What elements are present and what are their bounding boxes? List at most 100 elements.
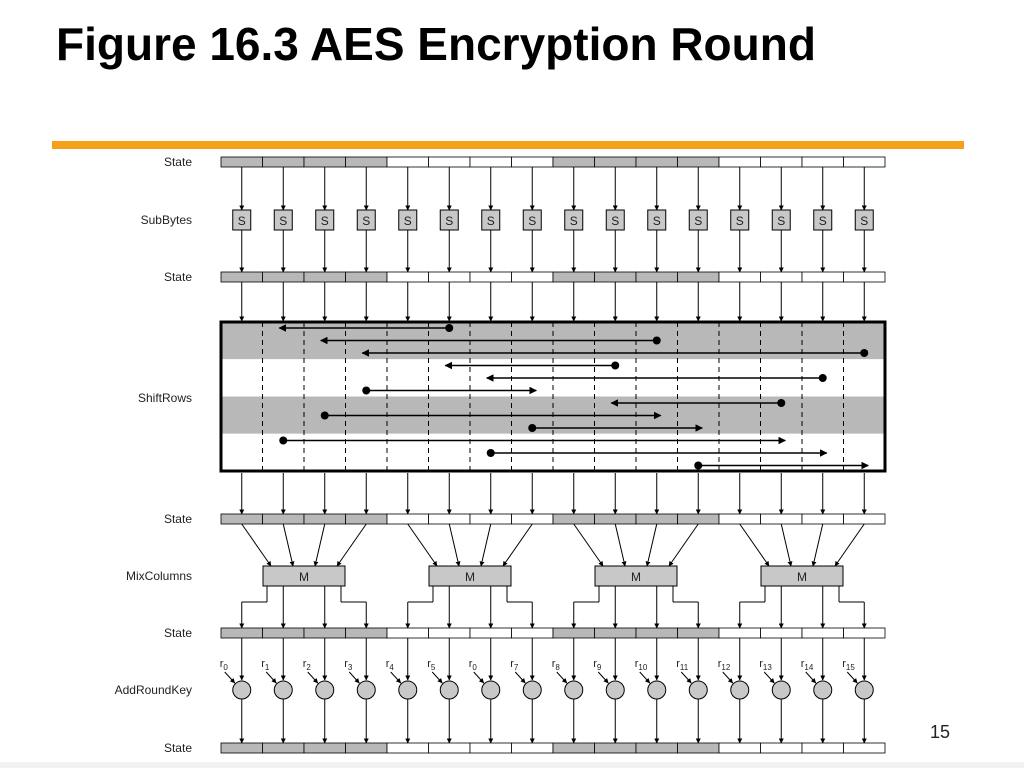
sbox-label: S: [528, 214, 536, 228]
shiftrows-label: ShiftRows: [138, 391, 192, 405]
state-label: State: [164, 512, 192, 526]
round-key-label: r5: [427, 658, 436, 672]
state-cell: [262, 513, 305, 525]
state-cell: [843, 513, 886, 525]
sbox: [522, 209, 542, 231]
state-cell: [760, 742, 803, 754]
round-key-label: r1: [261, 658, 270, 672]
round-key-arrow: [265, 671, 277, 684]
mix-input-arrow: [811, 523, 824, 567]
state-cell: [469, 513, 512, 525]
state-cell: [635, 156, 678, 168]
shift-origin-dot: [486, 449, 495, 457]
state-cell: [303, 271, 346, 283]
sbox: [854, 209, 874, 231]
mix-input-arrow: [645, 523, 658, 567]
round-key-arrow: [224, 671, 236, 684]
sbox: [647, 209, 667, 231]
mix-input-arrow: [668, 523, 699, 567]
mixcolumns-box: [594, 565, 678, 587]
mix-input-arrow: [479, 523, 492, 567]
state-cell: [469, 742, 512, 754]
shape-layer: [219, 156, 887, 754]
sbox-label: S: [362, 214, 370, 228]
state-cell: [428, 742, 471, 754]
mix-input-arrow: [614, 523, 627, 567]
round-key-arrow: [348, 671, 360, 684]
round-key-label: r3: [344, 658, 353, 672]
state-cell: [220, 271, 263, 283]
state-cell: [718, 156, 761, 168]
state-label: State: [164, 741, 192, 755]
state-cell: [262, 627, 305, 639]
xor-circle: [481, 680, 501, 700]
sbox: [439, 209, 459, 231]
state-cell: [386, 627, 429, 639]
slide-title: Figure 16.3 AES Encryption Round: [56, 18, 816, 70]
shift-origin-dot: [279, 436, 288, 445]
mixcolumns-box-label: M: [465, 570, 475, 584]
state-cell: [428, 156, 471, 168]
state-cell: [303, 156, 346, 168]
state-cell: [220, 156, 263, 168]
round-key-arrow: [431, 671, 443, 684]
mixcolumns-box: [262, 565, 346, 587]
round-key-label: r9: [593, 658, 602, 672]
shift-origin-dot: [818, 374, 827, 382]
round-key-label: r13: [759, 658, 772, 672]
state-cell: [635, 513, 678, 525]
state-cell: [677, 156, 720, 168]
state-cell: [594, 271, 637, 283]
state-cell: [303, 513, 346, 525]
state-cell: [552, 271, 595, 283]
shift-origin-dot: [362, 386, 371, 395]
sbox: [315, 209, 335, 231]
state-cell: [801, 156, 844, 168]
addroundkey-label: AddRoundKey: [115, 683, 192, 697]
shift-origin-dot: [694, 461, 703, 470]
mix-input-arrow: [448, 523, 461, 567]
sbox: [688, 209, 708, 231]
sbox-label: S: [777, 214, 785, 228]
shift-origin-dot: [860, 349, 869, 357]
page-number: 15: [930, 722, 951, 742]
state-label: State: [164, 270, 192, 284]
state-cell: [801, 271, 844, 283]
xor-circle: [398, 680, 418, 700]
state-cell: [262, 742, 305, 754]
sbox: [273, 209, 293, 231]
state-cell: [386, 156, 429, 168]
round-key-label: r12: [718, 658, 731, 672]
state-label: State: [164, 626, 192, 640]
round-key-label: r7: [510, 658, 519, 672]
mix-input-arrow: [407, 523, 438, 567]
round-key-label: r15: [842, 658, 855, 672]
state-cell: [552, 513, 595, 525]
state-cell: [677, 271, 720, 283]
xor-circle: [564, 680, 584, 700]
state-cell: [345, 156, 388, 168]
state-cell: [718, 627, 761, 639]
sbox: [481, 209, 501, 231]
state-cell: [469, 627, 512, 639]
mix-input-arrow: [336, 523, 367, 567]
xor-circle: [315, 680, 335, 700]
state-cell: [635, 742, 678, 754]
sbox-label: S: [653, 214, 661, 228]
mix-input-arrow: [241, 523, 272, 567]
mixcolumns-box-label: M: [299, 570, 309, 584]
sbox-label: S: [819, 214, 827, 228]
state-cell: [469, 156, 512, 168]
mix-input-arrow: [739, 523, 770, 567]
state-cell: [760, 513, 803, 525]
state-cell: [718, 271, 761, 283]
xor-circle: [647, 680, 667, 700]
state-cell: [594, 156, 637, 168]
xor-circle: [232, 680, 252, 700]
state-cell: [594, 627, 637, 639]
round-key-arrow: [307, 671, 319, 684]
state-cell: [345, 513, 388, 525]
state-cell: [220, 742, 263, 754]
state-cell: [843, 156, 886, 168]
